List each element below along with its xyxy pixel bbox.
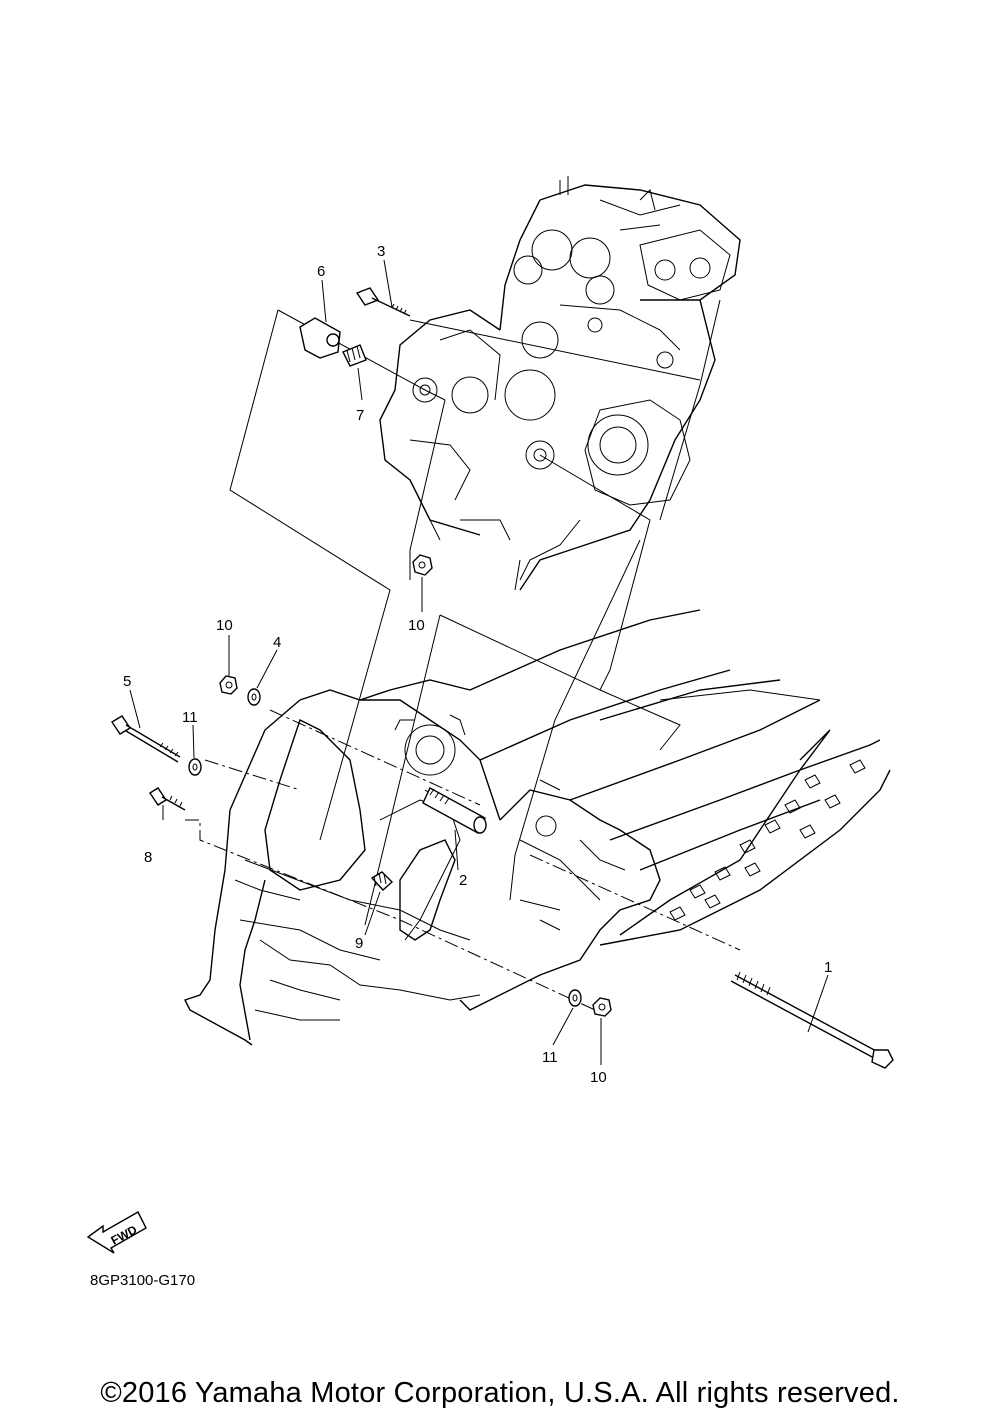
copyright-notice: ©2016 Yamaha Motor Corporation, U.S.A. A…: [100, 1377, 900, 1409]
callout-5: 5: [123, 673, 131, 690]
fwd-arrow-icon: FWD: [86, 1211, 147, 1254]
callout-9: 9: [355, 935, 363, 952]
part-10-nut-lower: [592, 997, 612, 1017]
part-3-bolt: [355, 287, 411, 317]
part-11-washer-right: [568, 989, 582, 1007]
part-8-bolt: [149, 787, 186, 811]
assembly-guide-lines: [185, 299, 741, 1011]
part-6-bracket: [299, 317, 341, 359]
callout-8: 8: [144, 849, 152, 866]
callout-10-left: 10: [216, 617, 233, 634]
callout-3: 3: [377, 243, 385, 260]
callout-4: 4: [273, 634, 281, 651]
engine-assembly: [379, 176, 741, 591]
callout-11-right: 11: [542, 1049, 558, 1066]
part-10-nut-left: [219, 675, 238, 695]
part-1-through-bolt: [730, 971, 894, 1069]
diagram-part-code: 8GP3100-G170: [90, 1272, 196, 1289]
part-9-bolt: [370, 871, 394, 891]
callout-2: 2: [459, 872, 467, 889]
part-5-bolt: [111, 715, 181, 763]
callout-labels: 3 6 7 10 10 4 5 11 8 2 9 11 10 1: [123, 243, 832, 1086]
callout-6: 6: [317, 263, 325, 280]
callout-10-lower: 10: [590, 1069, 607, 1086]
callout-11-left: 11: [182, 709, 198, 726]
frame-chassis: [184, 609, 891, 1046]
callout-leaders: [129, 259, 829, 1065]
part-4-washer: [247, 688, 261, 706]
part-10-nut-upper: [412, 554, 433, 576]
part-2-collar: [422, 787, 487, 834]
part-11-washer-left: [188, 758, 202, 776]
callout-10-upper: 10: [408, 617, 425, 634]
callout-1: 1: [824, 959, 832, 976]
callout-7: 7: [356, 407, 364, 424]
part-7-bolt: [342, 344, 367, 367]
